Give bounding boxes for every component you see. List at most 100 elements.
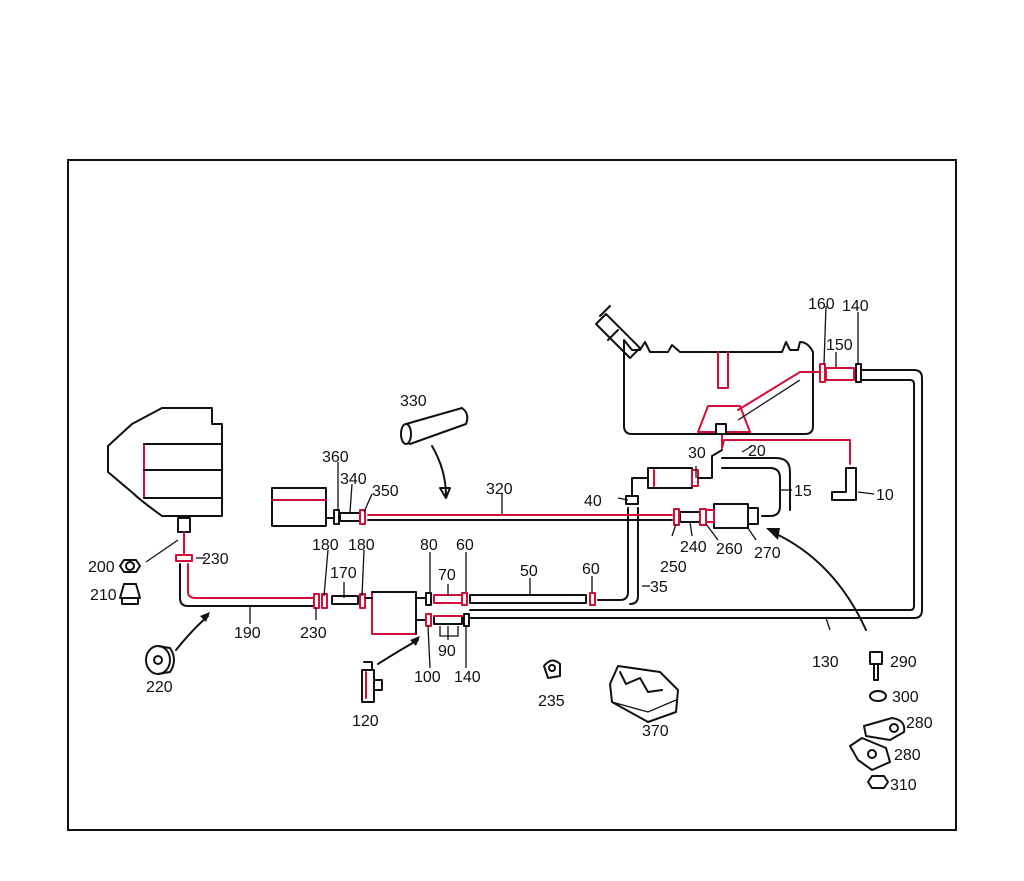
label-310: 310 <box>890 777 917 794</box>
clamp-260 <box>699 508 707 526</box>
label-120: 120 <box>352 713 379 730</box>
label-100: 100 <box>414 669 441 686</box>
label-350: 350 <box>372 483 399 500</box>
hose-90 <box>433 615 463 625</box>
label-150: 150 <box>826 337 853 354</box>
label-300: 300 <box>892 689 919 706</box>
fuel-tank <box>595 305 821 435</box>
label-40: 40 <box>584 493 602 510</box>
label-180-b: 180 <box>348 537 375 554</box>
label-90: 90 <box>438 643 456 660</box>
fuel-pump-270 <box>705 503 759 529</box>
label-320: 320 <box>486 481 513 498</box>
label-30: 30 <box>688 445 706 462</box>
line-35 <box>597 507 629 601</box>
leader-lines <box>196 305 875 669</box>
hose-50 <box>469 594 587 604</box>
fuel-filter-30 <box>631 467 699 499</box>
part-220 <box>145 645 175 675</box>
label-160: 160 <box>808 296 835 313</box>
clamp-230-left <box>175 554 193 562</box>
label-240: 240 <box>680 539 707 556</box>
label-190: 190 <box>234 625 261 642</box>
engine-outlet <box>177 517 191 533</box>
label-230-b: 230 <box>300 625 327 642</box>
label-200: 200 <box>88 559 115 576</box>
leader-200 <box>145 539 179 563</box>
label-230-a: 230 <box>202 551 229 568</box>
clamp-180-right <box>359 593 366 609</box>
part-210 <box>119 583 141 605</box>
leader-90 <box>439 626 459 637</box>
clamp-20 <box>715 423 727 435</box>
label-220: 220 <box>146 679 173 696</box>
label-260: 260 <box>716 541 743 558</box>
label-180-a: 180 <box>312 537 339 554</box>
label-280-a: 280 <box>906 715 933 732</box>
hose-170 <box>331 595 359 605</box>
part-290 <box>869 651 883 681</box>
diagram-frame <box>67 159 957 831</box>
label-70: 70 <box>438 567 456 584</box>
clamp-360 <box>333 509 340 525</box>
clamp-140-bottom <box>463 613 470 627</box>
label-35: 35 <box>650 579 668 596</box>
label-10: 10 <box>876 487 894 504</box>
label-330: 330 <box>400 393 427 410</box>
clamp-350 <box>359 509 366 525</box>
label-340: 340 <box>340 471 367 488</box>
clamp-140-top <box>855 363 862 383</box>
arrow-330 <box>431 445 447 497</box>
arrow-270 <box>771 531 867 631</box>
label-270: 270 <box>754 545 781 562</box>
clamp-80 <box>425 592 432 606</box>
label-50: 50 <box>520 563 538 580</box>
arrow-220 <box>175 615 209 651</box>
label-370: 370 <box>642 723 669 740</box>
label-210: 210 <box>90 587 117 604</box>
label-130: 130 <box>812 654 839 671</box>
hose-240 <box>679 511 701 523</box>
arrow-120 <box>377 639 419 665</box>
clamp-180-left <box>321 593 328 609</box>
label-360: 360 <box>322 449 349 466</box>
clamp-160 <box>819 363 826 383</box>
label-290: 290 <box>890 654 917 671</box>
hose-340 <box>339 512 361 522</box>
part-120 <box>361 661 383 703</box>
clamp-60-left <box>461 592 468 606</box>
part-280b <box>849 737 891 771</box>
part-310 <box>867 775 889 789</box>
reservoir <box>271 487 335 527</box>
label-15: 15 <box>794 483 812 500</box>
clamp-60-right <box>589 592 596 606</box>
hose-190 <box>179 563 315 607</box>
hose-15 <box>721 467 781 517</box>
clamp-250 <box>673 508 680 526</box>
hose-150 <box>825 367 855 381</box>
label-170: 170 <box>330 565 357 582</box>
tank-outlet-line <box>721 433 851 465</box>
label-280-b: 280 <box>894 747 921 764</box>
part-200 <box>119 559 141 573</box>
part-235 <box>543 659 561 679</box>
part-280a <box>863 717 906 741</box>
part-300 <box>869 690 887 702</box>
label-60-b: 60 <box>582 561 600 578</box>
callout-labels: 10 15 20 30 35 40 50 60 60 70 80 90 100 … <box>88 296 933 794</box>
clamp-230-right <box>313 593 320 609</box>
part-370 <box>609 665 679 723</box>
line-30-to-tank <box>697 449 723 479</box>
hose-70 <box>433 594 463 604</box>
label-80: 80 <box>420 537 438 554</box>
label-140-a: 140 <box>842 298 869 315</box>
clamp-100 <box>425 613 432 627</box>
return-line-130 <box>469 369 923 619</box>
engine-block <box>107 407 223 517</box>
valve-block <box>365 591 427 635</box>
label-250: 250 <box>660 559 687 576</box>
label-20: 20 <box>748 443 766 460</box>
hose-10 <box>831 467 857 501</box>
label-235: 235 <box>538 693 565 710</box>
